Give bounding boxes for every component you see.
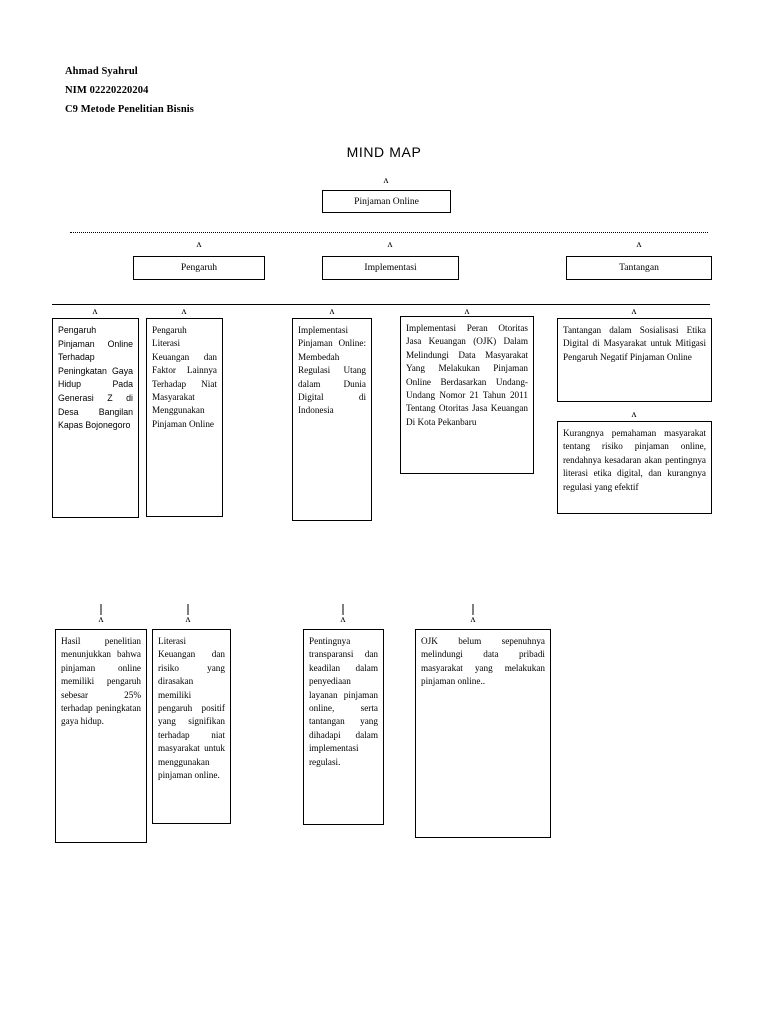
node-topic-pengaruh-1-text: Pengaruh Pinjaman Online Terhadap Pening… [58, 325, 133, 431]
connector-bar-finding-3 [342, 604, 344, 615]
connector-bar-finding-2 [187, 604, 189, 615]
caret-icon-finding-2: ʌ [185, 614, 191, 625]
node-finding-4[interactable]: OJK belum sepenuhnya melindungi data pri… [415, 629, 551, 838]
node-topic-tantangan-2[interactable]: Kurangnya pemahaman masyarakat tentang r… [557, 421, 712, 514]
node-topic-pengaruh-2-text: Pengaruh Literasi Keuangan dan Faktor La… [152, 325, 217, 429]
caret-icon-topic-pengaruh-1: ʌ [92, 306, 98, 317]
course-name: C9 Metode Penelitian Bisnis [65, 104, 194, 115]
node-finding-1-text: Hasil penelitian menunjukkan bahwa pinja… [61, 636, 141, 727]
node-topic-pengaruh-2[interactable]: Pengaruh Literasi Keuangan dan Faktor La… [146, 318, 223, 517]
caret-icon-finding-4: ʌ [470, 614, 476, 625]
connector-line-level3 [52, 304, 710, 305]
page-title: MIND MAP [346, 144, 422, 160]
node-branch-tantangan-label: Tantangan [619, 262, 659, 274]
node-topic-implementasi-1-text: Implementasi Pinjaman Online: Membedah R… [298, 325, 366, 416]
node-branch-tantangan[interactable]: Tantangan [566, 256, 712, 280]
node-topic-implementasi-2[interactable]: Implementasi Peran Otoritas Jasa Keuanga… [400, 316, 534, 474]
node-topic-pengaruh-1[interactable]: Pengaruh Pinjaman Online Terhadap Pening… [52, 318, 139, 518]
caret-icon-topic-implementasi-1: ʌ [329, 306, 335, 317]
caret-icon-tantangan: ʌ [636, 239, 642, 250]
node-topic-tantangan-1[interactable]: Tantangan dalam Sosialisasi Etika Digita… [557, 318, 712, 402]
node-root-label: Pinjaman Online [354, 195, 419, 207]
connector-bar-finding-4 [472, 604, 474, 615]
node-topic-implementasi-1[interactable]: Implementasi Pinjaman Online: Membedah R… [292, 318, 372, 521]
node-topic-tantangan-1-text: Tantangan dalam Sosialisasi Etika Digita… [563, 325, 706, 362]
student-nim: NIM 02220220204 [65, 85, 149, 96]
caret-icon-finding-3: ʌ [340, 614, 346, 625]
node-finding-3[interactable]: Pentingnya transparansi dan keadilan dal… [303, 629, 384, 825]
node-topic-implementasi-2-text: Implementasi Peran Otoritas Jasa Keuanga… [406, 323, 528, 427]
node-branch-pengaruh[interactable]: Pengaruh [133, 256, 265, 280]
caret-icon-finding-1: ʌ [98, 614, 104, 625]
caret-icon-topic-tantangan-1: ʌ [631, 306, 637, 317]
caret-icon-root: ʌ [383, 175, 389, 186]
caret-icon-implementasi: ʌ [387, 239, 393, 250]
connector-bar-finding-1 [100, 604, 102, 615]
node-finding-3-text: Pentingnya transparansi dan keadilan dal… [309, 636, 378, 767]
node-topic-tantangan-2-text: Kurangnya pemahaman masyarakat tentang r… [563, 428, 706, 492]
caret-icon-topic-pengaruh-2: ʌ [181, 306, 187, 317]
node-branch-pengaruh-label: Pengaruh [180, 262, 218, 274]
node-finding-4-text: OJK belum sepenuhnya melindungi data pri… [421, 636, 545, 687]
caret-icon-topic-tantangan-2: ʌ [631, 409, 637, 420]
caret-icon-pengaruh: ʌ [196, 239, 202, 250]
connector-line-level2 [70, 232, 708, 233]
node-finding-2-text: Literasi Keuangan dan risiko yang dirasa… [158, 636, 225, 781]
student-name: Ahmad Syahrul [65, 66, 138, 77]
node-finding-1[interactable]: Hasil penelitian menunjukkan bahwa pinja… [55, 629, 147, 843]
node-finding-2[interactable]: Literasi Keuangan dan risiko yang dirasa… [152, 629, 231, 824]
node-branch-implementasi[interactable]: Implementasi [322, 256, 459, 280]
node-root[interactable]: Pinjaman Online [322, 190, 451, 213]
caret-icon-topic-implementasi-2: ʌ [464, 306, 470, 317]
node-branch-implementasi-label: Implementasi [364, 262, 417, 274]
